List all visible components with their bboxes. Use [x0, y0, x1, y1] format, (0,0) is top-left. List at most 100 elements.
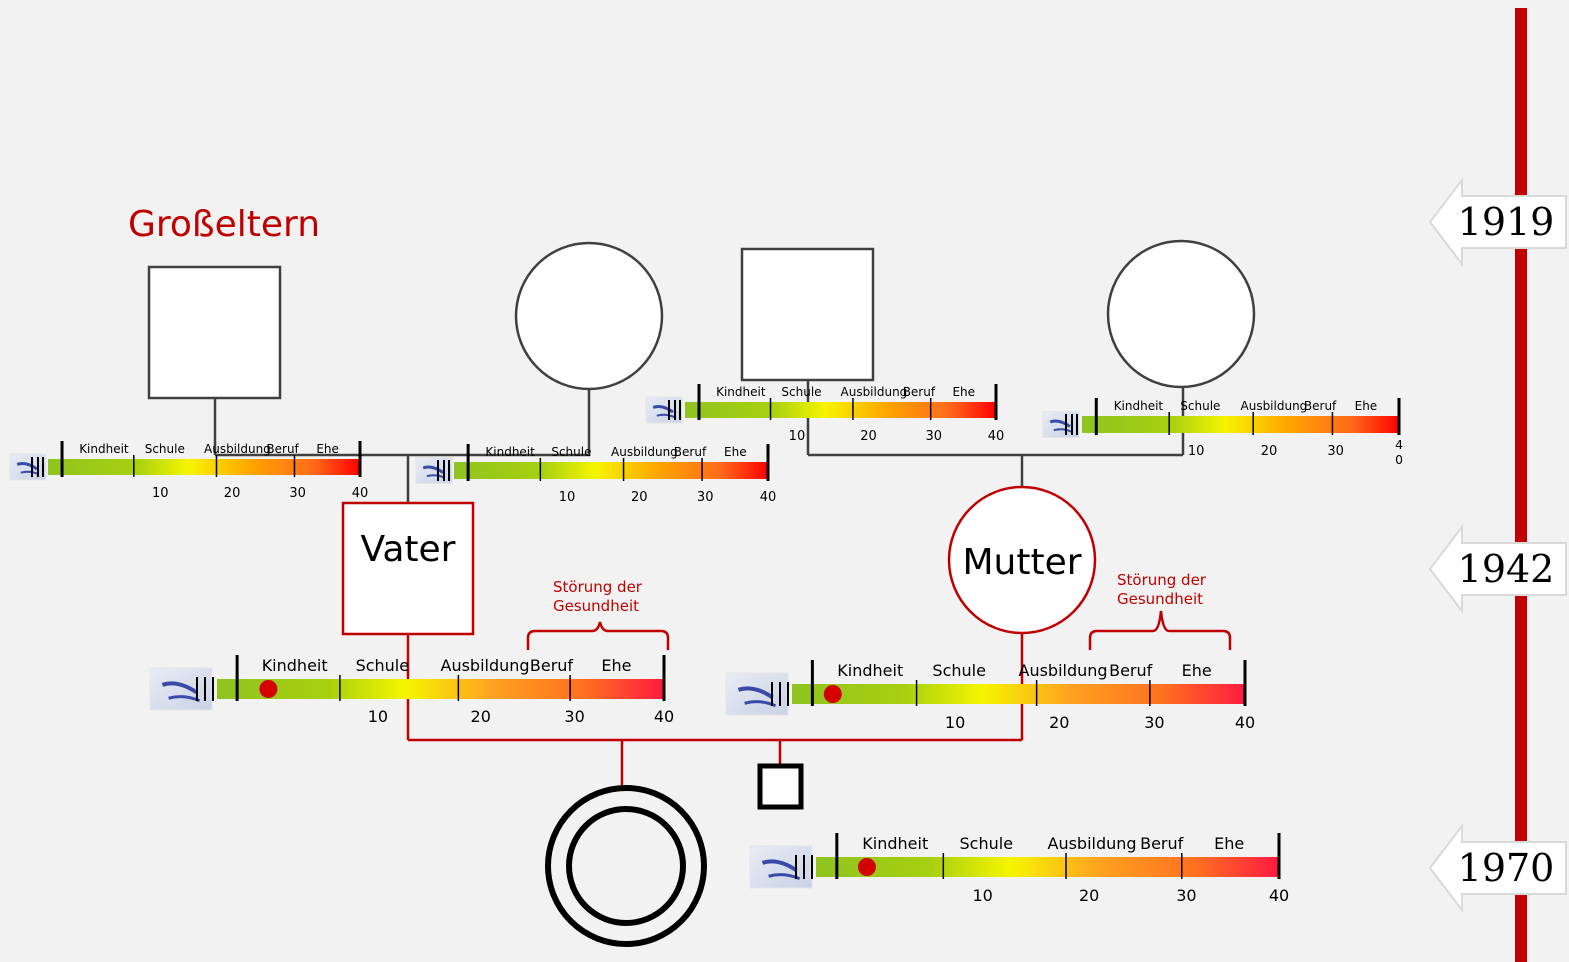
phase-label: Ausbildung: [841, 385, 908, 399]
age-label: 20: [1261, 444, 1278, 459]
age-label: 30: [926, 429, 943, 444]
age-label: 30: [564, 707, 584, 726]
age-marker-dot: [259, 680, 277, 698]
timeline-bar: [1515, 8, 1527, 962]
phase-label: Ausbildung: [441, 656, 530, 675]
phase-label: Schule: [932, 661, 986, 680]
father-label: Vater: [361, 529, 456, 570]
life-bar-gradient: [454, 462, 768, 479]
page-title: Großeltern: [128, 204, 320, 245]
phase-label: Ehe: [724, 445, 747, 459]
age-label: 10: [559, 490, 576, 505]
phase-label: Ehe: [601, 656, 631, 675]
life-bar-gradient: [217, 679, 664, 699]
father-health-note-line-2: Gesundheit: [553, 597, 639, 615]
year-marker: 1942: [1430, 527, 1566, 611]
age-label: 40: [654, 707, 674, 726]
mother-label: Mutter: [962, 542, 1081, 583]
phase-label: Schule: [960, 834, 1014, 853]
age-label: 10: [368, 707, 388, 726]
father-health-note-line-1: Störung der: [553, 578, 643, 596]
phase-label: Ehe: [952, 385, 975, 399]
father-health-bracket: [528, 622, 668, 650]
bar-thumbnail-icon: [726, 673, 788, 715]
life-bar-gradient: [1082, 416, 1399, 433]
age-marker-dot: [858, 858, 876, 876]
age-label: 30: [1176, 886, 1196, 905]
mother-health-note-line-1: Störung der: [1117, 571, 1207, 589]
age-label: 10: [1188, 444, 1205, 459]
phase-label: Ehe: [1214, 834, 1244, 853]
sibling-square: [760, 766, 801, 807]
life-bar-gradient: [48, 459, 360, 475]
phase-label: Kindheit: [262, 656, 328, 675]
age-label: 20: [631, 490, 648, 505]
phase-label: Beruf: [530, 656, 574, 675]
age-label: 4: [1395, 438, 1403, 452]
bar-thumbnail-icon: [646, 397, 682, 423]
age-label: 40: [1235, 713, 1255, 732]
age-label: 40: [352, 486, 369, 501]
year-label: 1970: [1458, 846, 1555, 890]
age-label: 40: [988, 429, 1005, 444]
bar-thumbnail-icon: [750, 846, 812, 888]
age-label: 30: [697, 490, 714, 505]
grandmother-maternal-circle: [1108, 241, 1254, 387]
age-label-continued: 0: [1395, 453, 1403, 467]
phase-label: Beruf: [903, 385, 936, 399]
phase-label: Schule: [1180, 399, 1220, 413]
phase-label: Beruf: [266, 442, 299, 456]
age-label: 20: [1079, 886, 1099, 905]
bar-thumbnail-icon: [1043, 412, 1079, 438]
phase-label: Ausbildung: [1241, 399, 1308, 413]
age-label: 20: [224, 486, 241, 501]
phase-label: Schule: [356, 656, 410, 675]
phase-label: Ehe: [1355, 399, 1378, 413]
phase-label: Kindheit: [485, 445, 535, 459]
year-label: 1942: [1458, 547, 1555, 591]
mother-health-bracket: [1090, 611, 1230, 650]
age-label: 20: [1049, 713, 1069, 732]
age-label: 10: [945, 713, 965, 732]
phase-label: Ehe: [1182, 661, 1212, 680]
phase-label: Schule: [551, 445, 591, 459]
grandmother-paternal-circle: [516, 243, 662, 389]
phase-label: Ehe: [316, 442, 339, 456]
bar-thumbnail-icon: [416, 458, 452, 484]
index-person-inner-circle: [569, 809, 683, 923]
age-label: 30: [289, 486, 306, 501]
life-bar-gradient: [792, 684, 1245, 704]
age-label: 10: [973, 886, 993, 905]
age-label: 10: [152, 486, 169, 501]
phase-label: Kindheit: [716, 385, 766, 399]
age-label: 30: [1144, 713, 1164, 732]
age-label: 30: [1327, 444, 1344, 459]
age-label: 40: [760, 490, 777, 505]
phase-label: Kindheit: [837, 661, 903, 680]
year-marker: 1970: [1430, 826, 1566, 910]
phase-label: Beruf: [1304, 399, 1337, 413]
age-label: 20: [471, 707, 491, 726]
age-marker-dot: [824, 685, 842, 703]
bar-thumbnail-icon: [150, 668, 212, 710]
year-label: 1919: [1458, 200, 1555, 244]
phase-label: Kindheit: [1114, 399, 1164, 413]
bar-thumbnail-icon: [10, 454, 46, 480]
grandfather-maternal-square: [742, 249, 873, 380]
phase-label: Ausbildung: [1048, 834, 1137, 853]
phase-label: Beruf: [1109, 661, 1153, 680]
phase-label: Beruf: [1140, 834, 1184, 853]
age-label: 40: [1269, 886, 1289, 905]
grandfather-paternal-square: [149, 267, 280, 398]
mother-health-note-line-2: Gesundheit: [1117, 590, 1203, 608]
phase-label: Kindheit: [79, 442, 129, 456]
phase-label: Beruf: [674, 445, 707, 459]
phase-label: Ausbildung: [611, 445, 678, 459]
phase-label: Ausbildung: [1019, 661, 1108, 680]
